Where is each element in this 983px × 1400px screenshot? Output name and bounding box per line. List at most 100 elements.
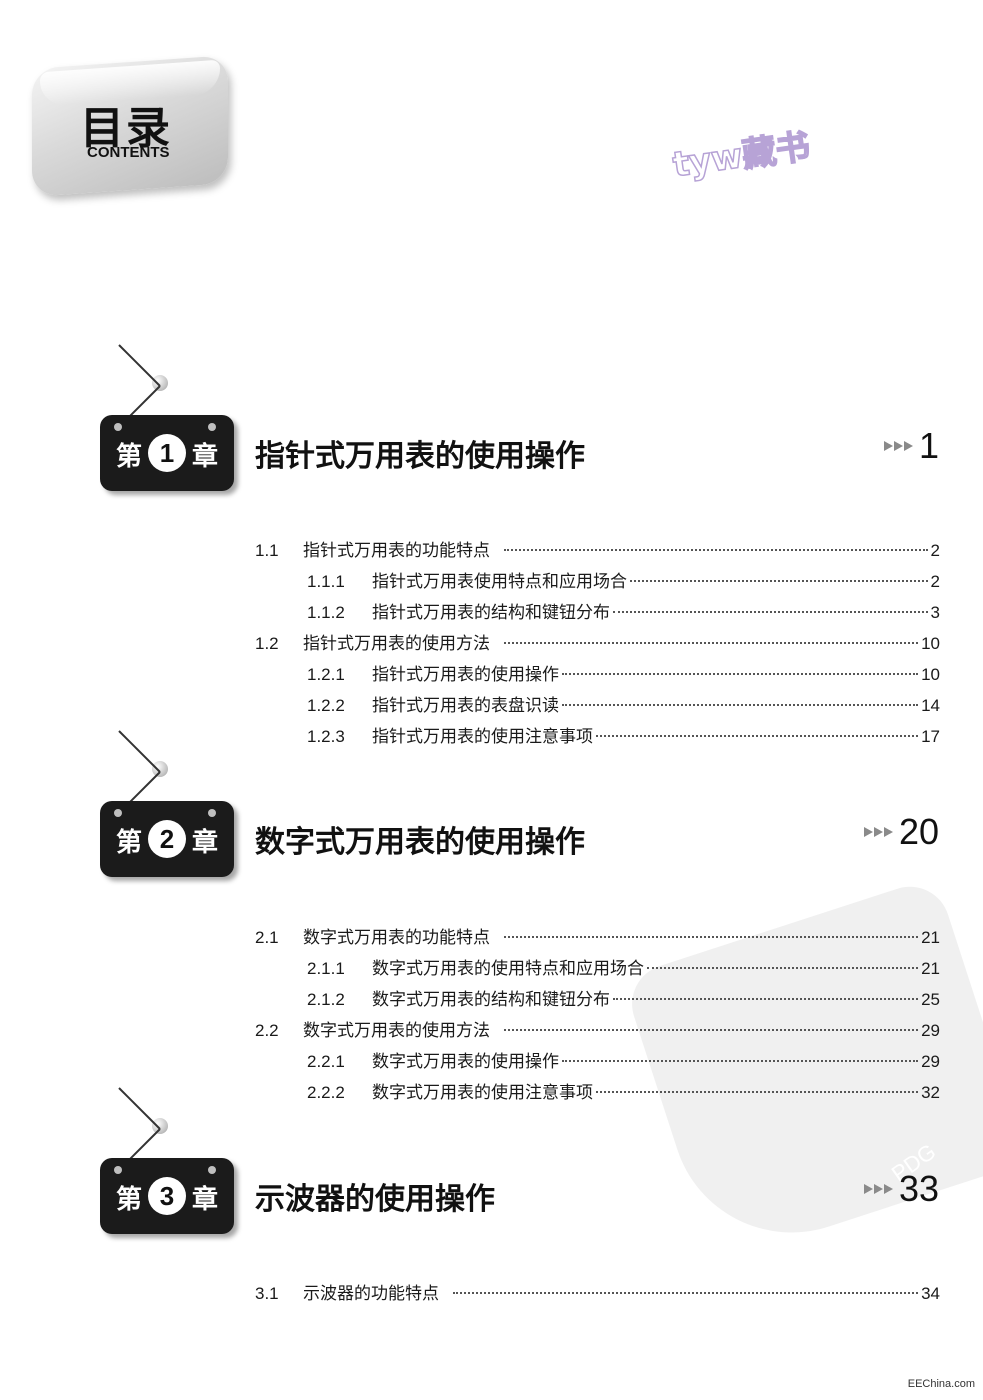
entry-title: 数字式万用表的使用操作	[372, 1052, 559, 1072]
toc-entry[interactable]: 1.2.2 指针式万用表的表盘识读 14	[307, 691, 940, 716]
toc-entry[interactable]: 2.1.2 数字式万用表的结构和键钮分布 25	[307, 985, 940, 1010]
toc-entry[interactable]: 2.2.1 数字式万用表的使用操作 29	[307, 1047, 940, 1072]
dot-leader	[453, 1292, 919, 1294]
dot-leader	[504, 936, 919, 938]
entry-title: 数字式万用表的使用方法	[303, 1021, 490, 1041]
entry-title: 指针式万用表的使用操作	[372, 665, 559, 685]
dot-leader	[562, 704, 919, 706]
entry-page: 25	[921, 990, 940, 1009]
toc-entry[interactable]: 2.1.1 数字式万用表的使用特点和应用场合 21	[307, 954, 940, 979]
entry-number: 1.2	[255, 634, 279, 653]
footer-site-mark: EEChina.com	[907, 1378, 975, 1390]
chapter-number: 1	[148, 434, 186, 472]
dot-leader	[504, 549, 928, 551]
toc-entry[interactable]: 1.2 指针式万用表的使用方法 10	[255, 629, 940, 654]
toc-entry[interactable]: 1.2.3 指针式万用表的使用注意事项 17	[307, 722, 940, 747]
hanging-string	[118, 1087, 161, 1130]
dot-leader	[562, 1060, 919, 1062]
chapter-title: 示波器的使用操作	[255, 1182, 495, 1217]
toc-entry[interactable]: 1.1 指针式万用表的功能特点 2	[255, 536, 940, 561]
toc-entry[interactable]: 2.2.2 数字式万用表的使用注意事项 32	[307, 1078, 940, 1103]
triple-arrow-icon	[863, 827, 893, 837]
chapter-sign: 第 1 章	[100, 415, 234, 491]
entry-title: 示波器的功能特点	[303, 1284, 439, 1304]
toc-entry[interactable]: 3.1 示波器的功能特点 34	[255, 1279, 940, 1304]
toc-entry[interactable]: 2.1 数字式万用表的功能特点 21	[255, 923, 940, 948]
entry-number: 1.2.3	[307, 727, 345, 746]
sign-hole	[208, 809, 216, 817]
dot-leader	[613, 611, 928, 613]
chapter-page-number: 1	[918, 425, 939, 466]
entry-number: 2.1.2	[307, 990, 345, 1009]
entry-number: 1.2.2	[307, 696, 345, 715]
entry-number: 1.1	[255, 541, 279, 560]
chapter-sign: 第 3 章	[100, 1158, 234, 1234]
chapter-number: 2	[148, 820, 186, 858]
entry-number: 2.2.1	[307, 1052, 345, 1071]
entry-page: 10	[921, 665, 940, 684]
entry-page: 29	[921, 1052, 940, 1071]
entry-title: 数字式万用表的结构和键钮分布	[372, 990, 610, 1010]
entry-page: 29	[921, 1021, 940, 1040]
chapter-prefix: 第	[116, 1185, 143, 1215]
entry-title: 数字式万用表的使用注意事项	[372, 1083, 593, 1103]
sign-hole	[114, 423, 122, 431]
entry-number: 1.1.2	[307, 603, 345, 622]
dot-leader	[613, 998, 919, 1000]
triple-arrow-icon	[863, 1184, 893, 1194]
toc-entry[interactable]: 1.2.1 指针式万用表的使用操作 10	[307, 660, 940, 685]
chapter-suffix: 章	[192, 1185, 219, 1215]
chapter-suffix: 章	[192, 828, 219, 858]
chapter-page: 1	[883, 425, 939, 467]
toc-entry[interactable]: 2.2 数字式万用表的使用方法 29	[255, 1016, 940, 1041]
entry-number: 1.1.1	[307, 572, 345, 591]
sign-hole	[114, 809, 122, 817]
toc-entry[interactable]: 1.1.1 指针式万用表使用特点和应用场合 2	[307, 567, 940, 592]
chapter-prefix: 第	[116, 828, 143, 858]
entry-title: 指针式万用表的结构和键钮分布	[372, 603, 610, 623]
dot-leader	[647, 967, 919, 969]
sign-hole	[208, 423, 216, 431]
entry-title: 数字式万用表的使用特点和应用场合	[372, 959, 644, 979]
hanging-string	[118, 344, 161, 387]
dot-leader	[504, 642, 919, 644]
entry-number: 3.1	[255, 1284, 279, 1303]
dot-leader	[504, 1029, 919, 1031]
page-subtitle: CONTENTS	[87, 144, 170, 161]
dot-leader	[562, 673, 919, 675]
entry-number: 2.2	[255, 1021, 279, 1040]
entry-page: 21	[921, 928, 940, 947]
chapter-title: 指针式万用表的使用操作	[255, 439, 585, 474]
entry-page: 3	[930, 603, 940, 622]
triple-arrow-icon	[883, 441, 913, 451]
toc-entry[interactable]: 1.1.2 指针式万用表的结构和键钮分布 3	[307, 598, 940, 623]
entry-page: 32	[921, 1083, 940, 1102]
page-title: 目录	[80, 103, 172, 154]
chapter-sign: 第 2 章	[100, 801, 234, 877]
entry-page: 21	[921, 959, 940, 978]
sign-hole	[208, 1166, 216, 1174]
entry-title: 指针式万用表使用特点和应用场合	[372, 572, 627, 592]
entry-page: 14	[921, 696, 940, 715]
entry-number: 1.2.1	[307, 665, 345, 684]
entry-title: 指针式万用表的使用注意事项	[372, 727, 593, 747]
entry-number: 2.1	[255, 928, 279, 947]
entry-title: 指针式万用表的功能特点	[303, 541, 490, 561]
entry-number: 2.2.2	[307, 1083, 345, 1102]
entry-page: 2	[930, 572, 940, 591]
dot-leader	[596, 1091, 919, 1093]
entry-title: 指针式万用表的表盘识读	[372, 696, 559, 716]
entry-title: 指针式万用表的使用方法	[303, 634, 490, 654]
entry-page: 10	[921, 634, 940, 653]
chapter-page-number: 20	[898, 811, 939, 852]
sign-hole	[114, 1166, 122, 1174]
watermark-stamp: tyw藏书	[670, 126, 814, 186]
chapter-page-number: 33	[898, 1168, 939, 1209]
chapter-page: 20	[863, 811, 939, 853]
entry-page: 2	[930, 541, 940, 560]
dot-leader	[596, 735, 919, 737]
entry-page: 17	[921, 727, 940, 746]
chapter-title: 数字式万用表的使用操作	[255, 825, 585, 860]
entry-page: 34	[921, 1284, 940, 1303]
chapter-number: 3	[148, 1177, 186, 1215]
